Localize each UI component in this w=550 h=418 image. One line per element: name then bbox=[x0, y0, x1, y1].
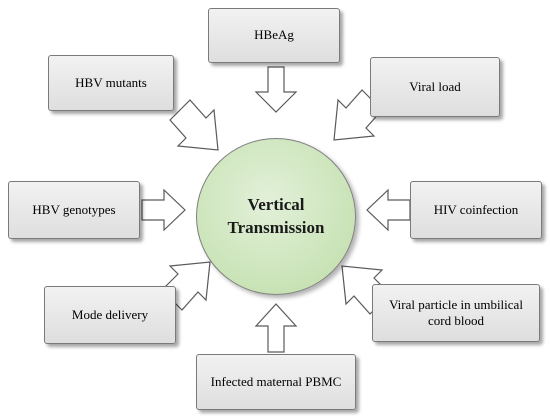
arrow-infected-pbmc bbox=[254, 303, 298, 353]
center-label-line1: Vertical bbox=[247, 194, 305, 214]
arrow-hiv-coinfection bbox=[366, 188, 411, 232]
factor-box-hbeag: HBeAg bbox=[208, 8, 340, 63]
factor-box-hbv-mutants: HBV mutants bbox=[48, 55, 174, 111]
factor-box-hiv-coinfection: HIV coinfection bbox=[410, 181, 542, 239]
factor-label-infected-pbmc: Infected maternal PBMC bbox=[210, 373, 342, 389]
factor-label-hbeag: HBeAg bbox=[254, 27, 294, 43]
factor-box-mode-delivery: Mode delivery bbox=[44, 286, 176, 344]
factor-label-viral-particle: Viral particle in umbilical cord blood bbox=[389, 296, 523, 328]
arrow-hbv-mutants bbox=[169, 99, 219, 151]
factor-box-hbv-genotypes: HBV genotypes bbox=[8, 181, 140, 239]
factor-label-viral-load: Viral load bbox=[409, 78, 461, 94]
factor-label-mode-delivery: Mode delivery bbox=[71, 306, 149, 322]
factor-label-hiv-coinfection: HIV coinfection bbox=[433, 201, 519, 217]
center-circle: Vertical Transmission bbox=[196, 138, 356, 295]
factor-box-viral-particle: Viral particle in umbilical cord blood bbox=[372, 284, 540, 342]
factor-label-hbv-mutants: HBV mutants bbox=[75, 74, 147, 90]
factor-box-viral-load: Viral load bbox=[370, 57, 500, 117]
factor-label-hbv-genotypes: HBV genotypes bbox=[32, 201, 116, 217]
arrow-hbv-genotypes bbox=[141, 188, 186, 232]
center-label: Vertical Transmission bbox=[228, 194, 325, 240]
center-label-line2: Transmission bbox=[227, 217, 325, 237]
factor-box-infected-pbmc: Infected maternal PBMC bbox=[196, 354, 356, 410]
arrow-hbeag bbox=[254, 66, 298, 113]
